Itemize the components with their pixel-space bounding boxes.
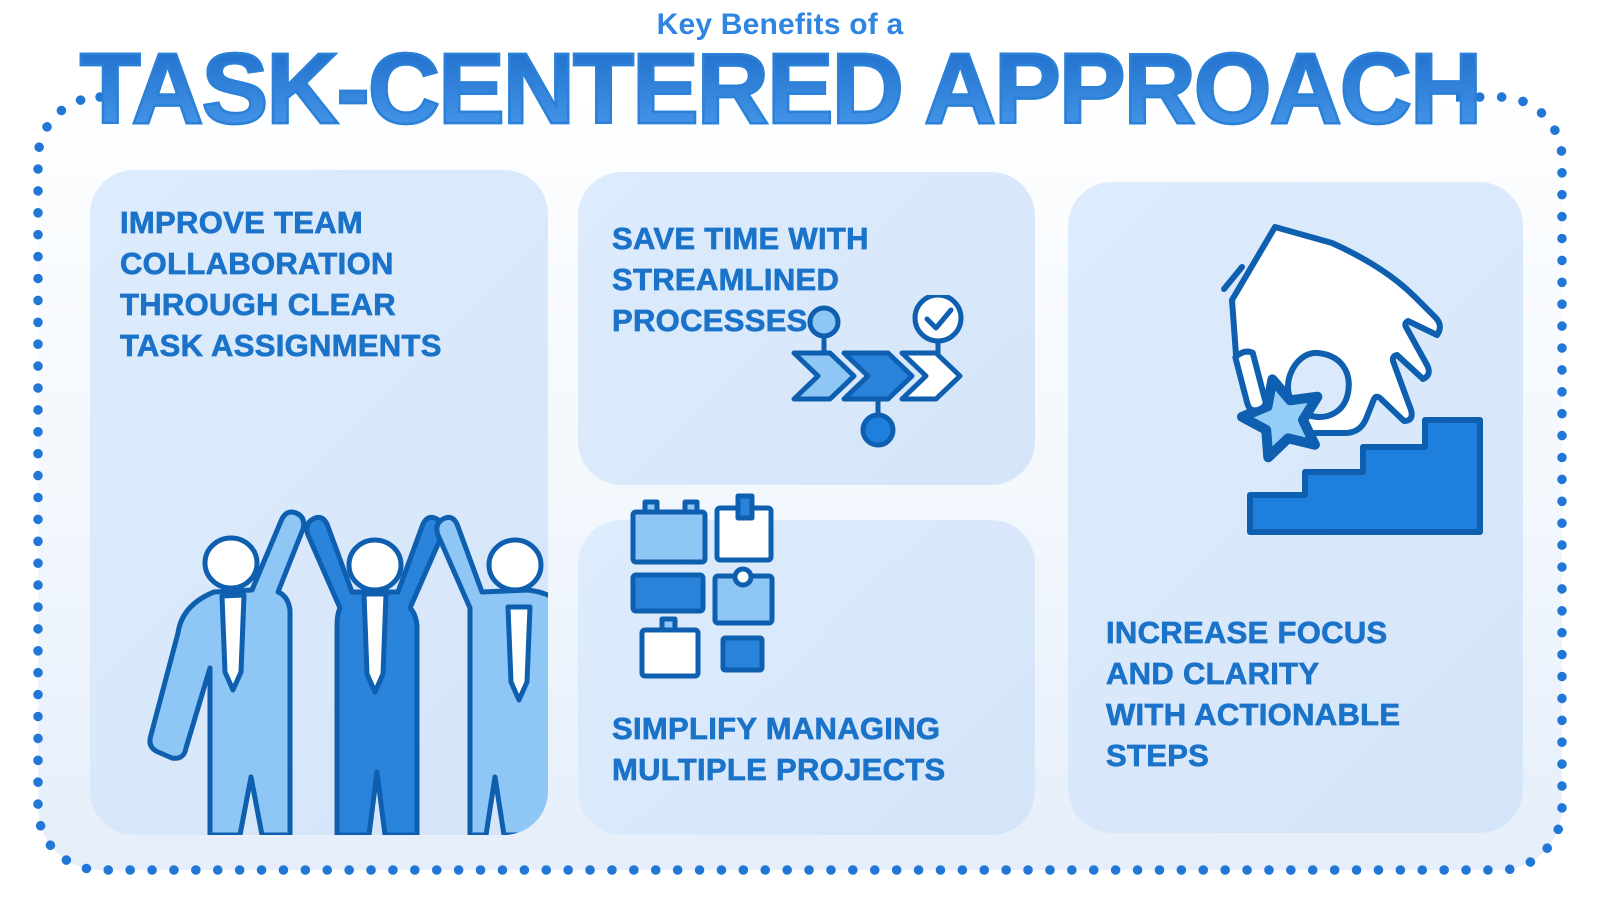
title-backing xyxy=(104,84,1456,110)
team-high-five-illustration xyxy=(147,509,548,835)
sticky-notes-icon xyxy=(630,493,775,679)
card-heading: SAVE TIME WITH STREAMLINED PROCESSES xyxy=(612,221,869,339)
subtitle: Key Benefits of a xyxy=(656,8,904,41)
card-heading: IMPROVE TEAM COLLABORATION THROUGH CLEAR… xyxy=(120,205,442,364)
page-title: TASK-CENTERED APPROACH xyxy=(0,38,1560,141)
card-increase-focus: INCREASE FOCUS AND CLARITY WITH ACTIONAB… xyxy=(1068,182,1523,833)
card-heading: SIMPLIFY MANAGING MULTIPLE PROJECTS xyxy=(612,711,946,788)
process-flow-arrows-icon xyxy=(791,295,964,448)
header: Key Benefits of a TASK-CENTERED APPROACH xyxy=(0,0,1560,141)
card-improve-team-collaboration: IMPROVE TEAM COLLABORATION THROUGH CLEAR… xyxy=(90,170,548,835)
card-save-time: SAVE TIME WITH STREAMLINED PROCESSES xyxy=(578,172,1035,485)
card-heading: INCREASE FOCUS AND CLARITY WITH ACTIONAB… xyxy=(1106,615,1401,774)
hand-picking-star-stairs-illustration xyxy=(1221,224,1483,535)
